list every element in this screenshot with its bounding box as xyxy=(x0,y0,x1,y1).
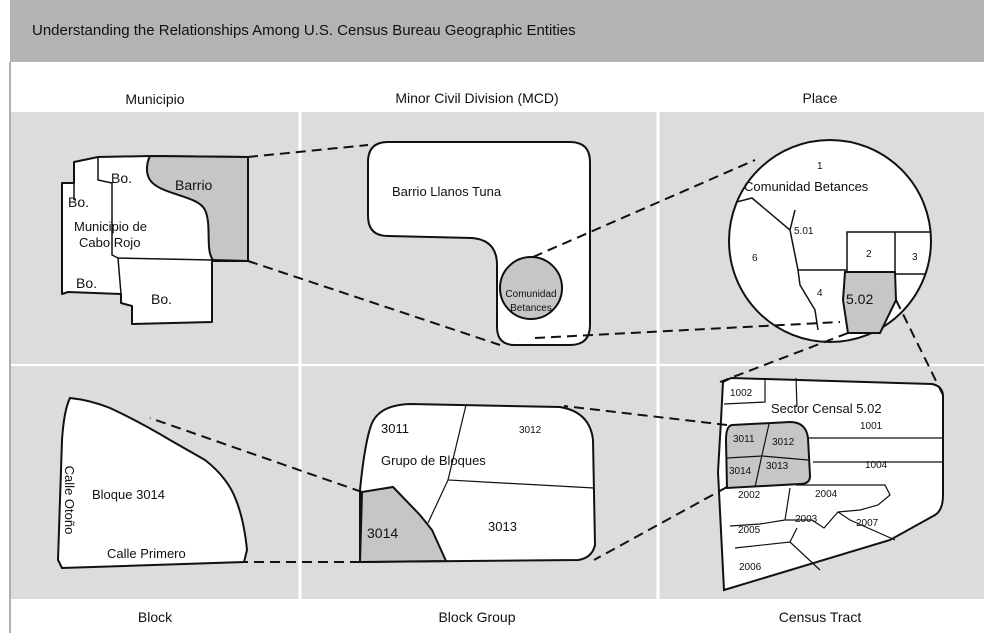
municipio-bo-bottom-left: Bo. xyxy=(76,275,97,291)
census-tract-1004: 1004 xyxy=(865,460,888,471)
connector-lines xyxy=(149,144,944,563)
panel-label-municipio: Municipio xyxy=(125,91,184,107)
block-group-internal-lines xyxy=(427,404,595,524)
place-tract-502 xyxy=(841,271,898,334)
block-group-3013: 3013 xyxy=(488,519,517,534)
municipio-internal-lines xyxy=(73,157,213,295)
census-tract-internal-lines xyxy=(723,377,943,571)
census-tract-2007: 2007 xyxy=(856,518,879,529)
page-title: Understanding the Relationships Among U.… xyxy=(32,22,576,39)
mcd-comunidad-circle xyxy=(499,256,563,320)
panel-label-census-tract: Census Tract xyxy=(779,609,862,625)
connector-mcd-place-bottom xyxy=(534,321,841,339)
header-bar: Understanding the Relationships Among U.… xyxy=(10,0,984,62)
panel-label-block: Block xyxy=(138,609,173,625)
municipio-barrio-label: Barrio xyxy=(175,177,213,193)
census-tract-2002: 2002 xyxy=(738,490,761,501)
place-circle xyxy=(728,139,932,343)
connector-municipio-mcd-bottom xyxy=(247,260,501,346)
place-tract-2: 2 xyxy=(866,249,872,260)
census-tract-map xyxy=(716,376,944,592)
block-group-name: Grupo de Bloques xyxy=(381,453,486,468)
connector-mcd-place-top xyxy=(532,159,756,258)
mcd-comunidad-line1: Comunidad xyxy=(505,289,556,300)
municipio-name-line1: Municipio de xyxy=(74,219,147,234)
place-name: Comunidad Betances xyxy=(744,179,869,194)
block-group-3014: 3014 xyxy=(367,525,398,541)
connector-bg-block-top xyxy=(149,417,363,493)
block-3014-shape xyxy=(56,396,249,570)
census-tract-2006: 2006 xyxy=(739,562,762,573)
census-tract-1002: 1002 xyxy=(730,388,753,399)
connector-place-tract-right xyxy=(895,299,944,396)
block-street-bottom: Calle Primero xyxy=(107,546,186,561)
municipio-bo-left: Bo. xyxy=(68,194,89,210)
block-name: Bloque 3014 xyxy=(92,487,165,502)
connector-municipio-mcd-top xyxy=(247,144,369,158)
census-tract-1001: 1001 xyxy=(860,421,883,432)
block-group-3011: 3011 xyxy=(381,421,409,436)
census-tract-3012: 3012 xyxy=(772,437,795,448)
census-tract-name: Sector Censal 5.02 xyxy=(771,401,882,416)
census-tract-2005: 2005 xyxy=(738,525,761,536)
municipio-bo-top: Bo. xyxy=(111,170,132,186)
block-group-3012: 3012 xyxy=(519,425,542,436)
connector-tract-bg-top xyxy=(563,405,728,426)
place-tract-1: 1 xyxy=(817,161,823,172)
place-tract-3: 3 xyxy=(912,252,918,263)
census-tract-bg3-internal-lines xyxy=(726,423,809,488)
place-tract-502-label: 5.02 xyxy=(846,291,873,307)
census-tract-2004: 2004 xyxy=(815,489,838,500)
connector-place-tract-left xyxy=(719,332,849,383)
census-tract-block-group-3 xyxy=(724,420,812,490)
municipio-map xyxy=(61,155,249,325)
place-tract-4: 4 xyxy=(817,288,823,299)
panel-label-place: Place xyxy=(802,90,837,106)
connector-tract-bg-bottom xyxy=(593,486,728,561)
block-street-vertical: Calle Otoño xyxy=(62,466,77,535)
census-tract-3013: 3013 xyxy=(766,461,789,472)
census-tract-2003: 2003 xyxy=(795,514,818,525)
mcd-comunidad-line2: Betances xyxy=(510,303,552,314)
mcd-barrio-name: Barrio Llanos Tuna xyxy=(392,184,502,199)
census-tract-3014: 3014 xyxy=(729,466,752,477)
block-group-map xyxy=(358,402,597,564)
place-tract-501: 5.01 xyxy=(794,226,814,237)
panel-label-block-group: Block Group xyxy=(438,609,515,625)
municipio-name-line2: Cabo Rojo xyxy=(79,235,140,250)
census-tract-3011: 3011 xyxy=(733,434,755,445)
place-tract-6: 6 xyxy=(752,253,758,264)
municipio-bo-bottom-right: Bo. xyxy=(151,291,172,307)
place-map xyxy=(728,139,932,343)
panel-label-mcd: Minor Civil Division (MCD) xyxy=(395,90,558,106)
barrio-shape xyxy=(146,155,249,262)
